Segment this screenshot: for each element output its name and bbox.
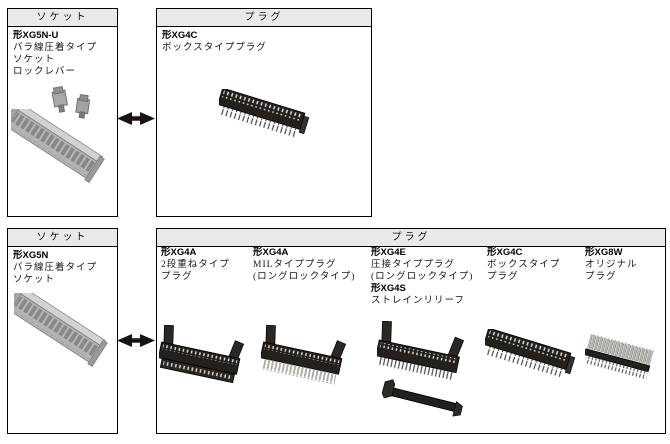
product-column-xg4a-stack: 形XG4A 2段重ねタイプ プラグ <box>161 247 251 283</box>
product-desc-line: プラグ <box>161 272 193 282</box>
product-desc-line: バラ線圧着タイプ <box>13 263 98 273</box>
product-desc-line: MILタイププラグ <box>253 260 337 270</box>
product-desc-line: ロックレバー <box>13 67 77 77</box>
product-desc-line: 2段重ねタイプ <box>161 260 230 270</box>
product-desc-line: バラ線圧着タイプ <box>13 43 98 53</box>
top-plug-box: プラグ 形XG4C ボックスタイププラグ <box>156 8 372 217</box>
bottom-socket-box: ソケット 形XG5N バラ線圧着タイプ ソケット <box>7 228 118 434</box>
idc-plug-strain-relief-illustration <box>377 321 465 417</box>
product-column-xg4c: 形XG4C ボックスタイプ プラグ <box>487 247 583 283</box>
product-code: 形XG5N <box>13 250 49 261</box>
product-desc-line: ボックスタイプ <box>487 260 561 270</box>
product-code: 形XG4S <box>371 283 406 294</box>
box-plug-illustration <box>485 329 576 378</box>
double-arrow-icon <box>117 112 155 125</box>
top-socket-box-body: 形XG5N-U バラ線圧着タイプ ソケット ロックレバー <box>8 27 117 216</box>
bottom-socket-box-body: 形XG5N バラ線圧着タイプ ソケット <box>8 247 117 433</box>
lock-levers-illustration <box>51 85 91 119</box>
product-desc-line: オリジナル <box>585 260 638 270</box>
product-column-xg4e: 形XG4E 圧接タイププラグ (ロングロックタイプ) 形XG4S ストレインリリ… <box>371 247 487 307</box>
product-code: 形XG4E <box>371 247 406 258</box>
double-arrow-icon <box>117 334 155 347</box>
socket-illustration <box>11 109 105 184</box>
product-column-xg8w: 形XG8W オリジナル プラグ <box>585 247 663 283</box>
product-desc-line: (ロングロックタイプ) <box>253 272 356 282</box>
bottom-plug-box-header: プラグ <box>157 229 665 247</box>
product-desc-line: (ロングロックタイプ) <box>371 272 474 282</box>
top-plug-box-body: 形XG4C ボックスタイププラグ <box>157 27 371 216</box>
product-code: 形XG4C <box>162 30 198 41</box>
product-desc-line: プラグ <box>487 272 519 282</box>
product-code: 形XG4A <box>253 247 289 258</box>
socket-illustration <box>14 293 108 368</box>
mil-plug-illustration <box>261 325 347 385</box>
product-desc-line: ソケット <box>13 275 56 285</box>
bottom-plug-box-body: 形XG4A 2段重ねタイプ プラグ 形XG4A MILタイププラグ (ロングロッ… <box>157 247 665 433</box>
bottom-plug-box: プラグ 形XG4A 2段重ねタイプ プラグ 形XG4A MILタイププラグ (ロ… <box>156 228 666 434</box>
bottom-socket-box-header: ソケット <box>8 229 117 247</box>
product-desc-line: ストレインリリーフ <box>371 296 465 306</box>
product-code: 形XG5N-U <box>13 30 59 41</box>
top-socket-box-header: ソケット <box>8 9 117 27</box>
product-code: 形XG4C <box>487 247 523 258</box>
stacking-plug-illustration <box>159 325 245 384</box>
top-plug-box-header: プラグ <box>157 9 371 27</box>
pin-header-illustration <box>585 333 654 380</box>
product-code: 形XG8W <box>585 247 623 258</box>
product-code: 形XG4A <box>161 247 197 258</box>
top-socket-box: ソケット 形XG5N-U バラ線圧着タイプ ソケット ロックレバー <box>7 8 118 217</box>
box-plug-illustration <box>219 89 310 138</box>
product-desc-line: ボックスタイププラグ <box>162 43 267 53</box>
product-desc-line: ソケット <box>13 55 56 65</box>
product-desc-line: プラグ <box>585 272 617 282</box>
product-column-xg4a-mil: 形XG4A MILタイププラグ (ロングロックタイプ) <box>253 247 371 283</box>
product-desc-line: 圧接タイププラグ <box>371 260 456 270</box>
